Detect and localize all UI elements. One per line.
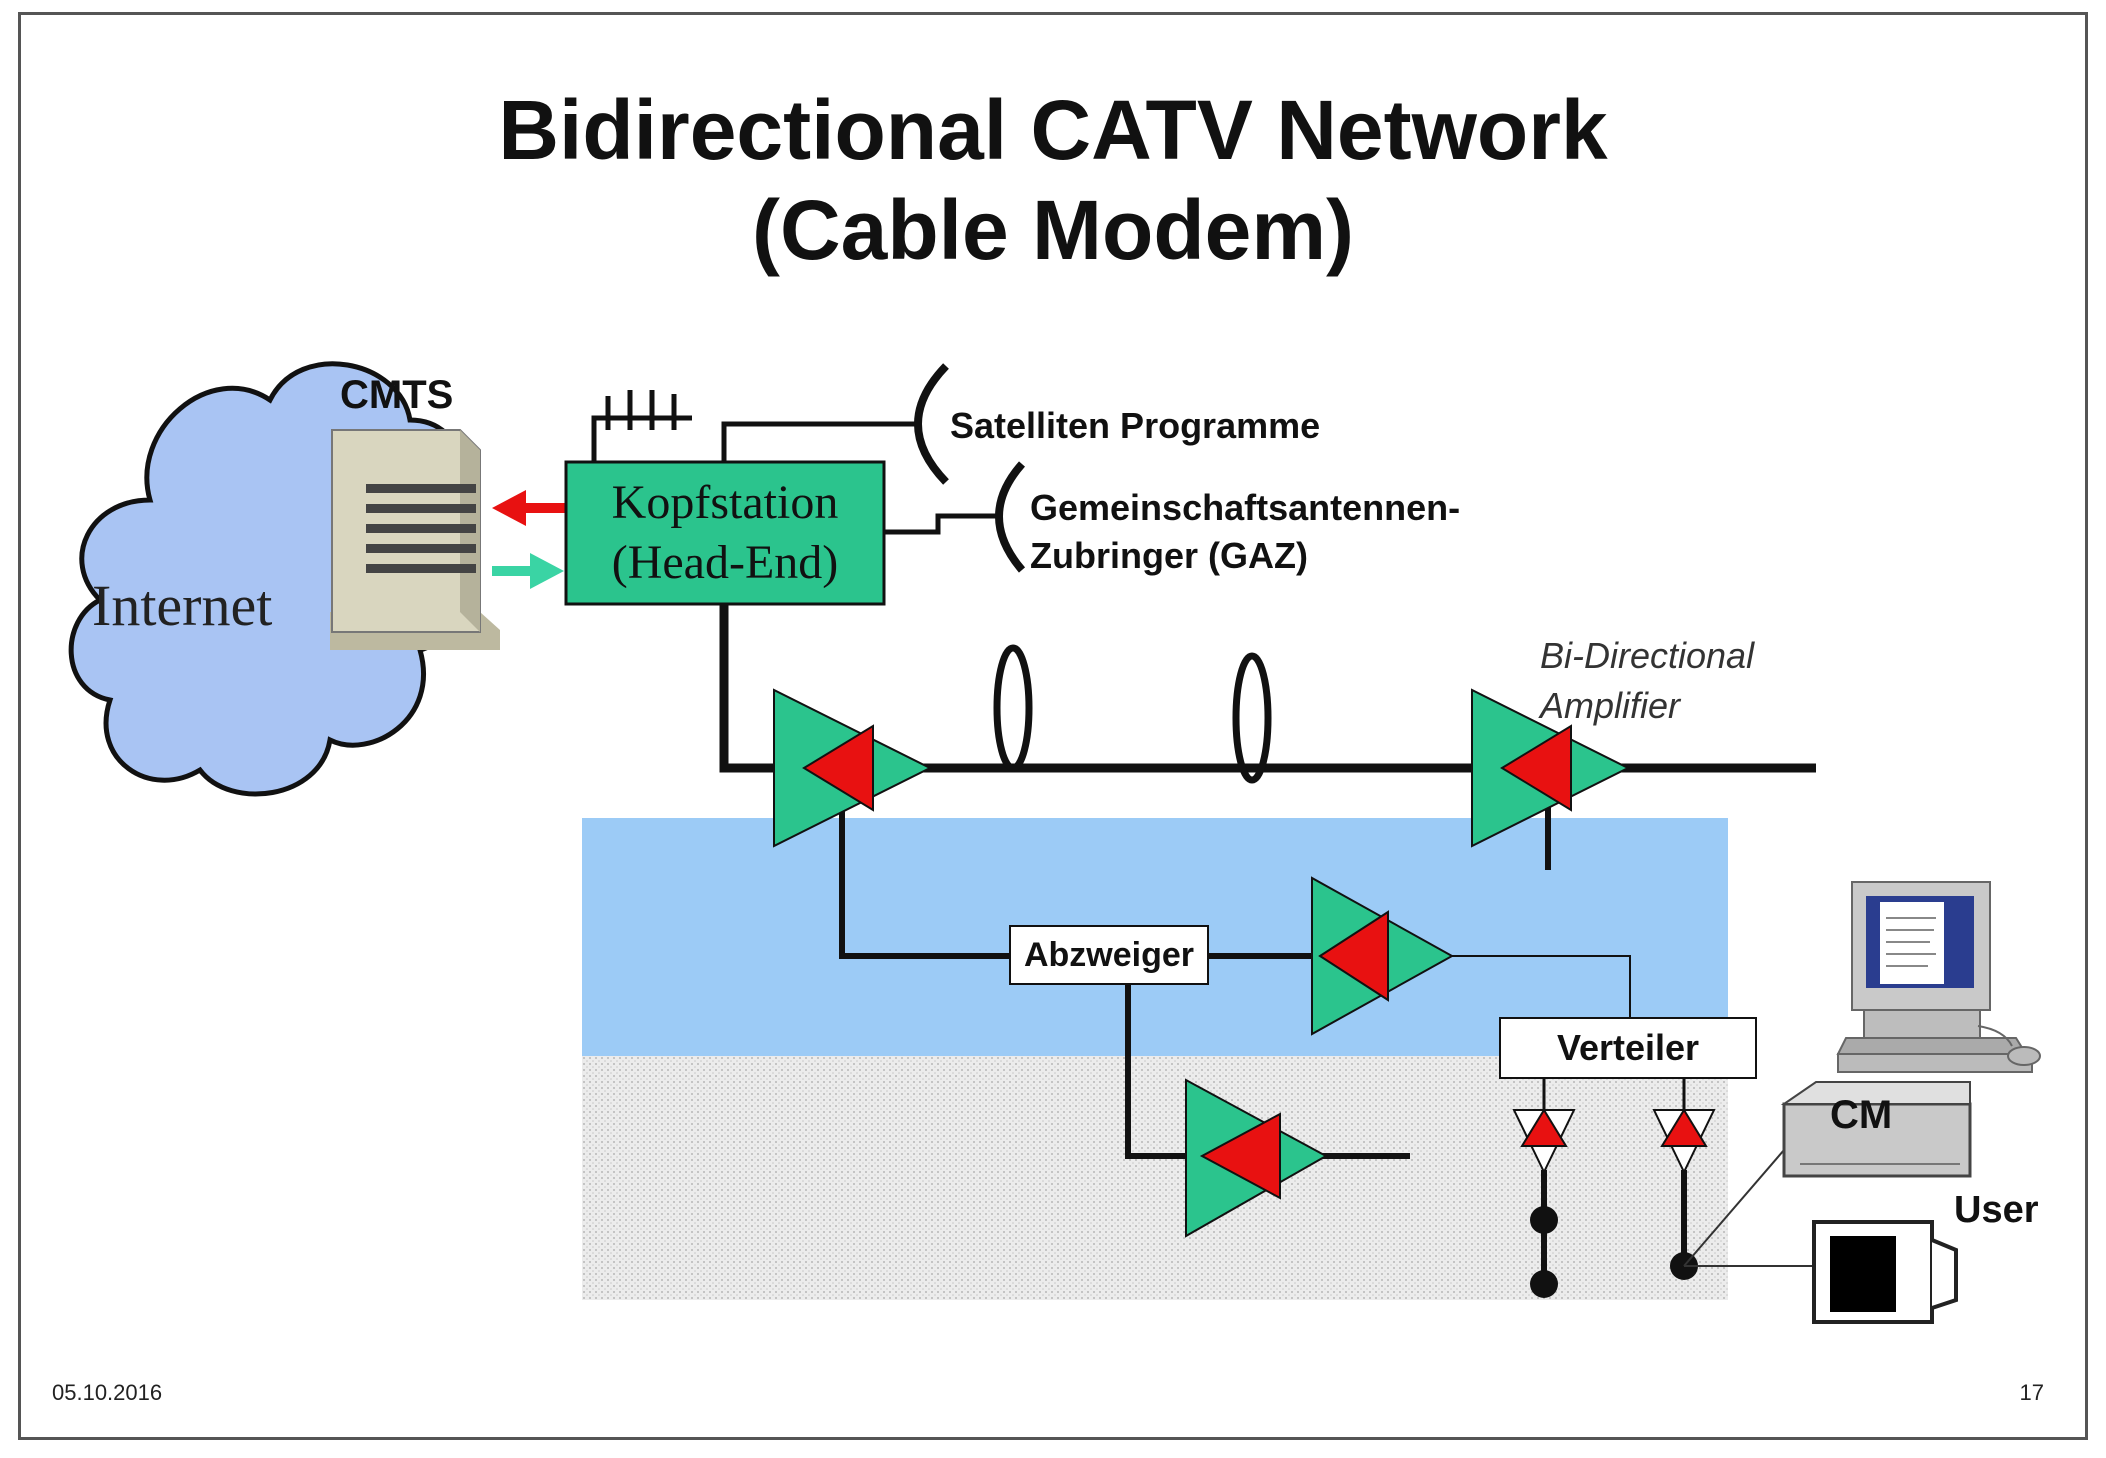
headend-label-line1: Kopfstation: [612, 476, 839, 529]
slide-date: 05.10.2016: [52, 1380, 163, 1405]
headend-label-line2: (Head-End): [612, 536, 839, 589]
cm-connection: [1683, 1149, 1785, 1267]
cmts-label: CMTS: [340, 373, 453, 417]
satellite-feed-line: [721, 421, 920, 462]
cable-modem-label: CM: [1830, 1093, 1892, 1137]
cable-loop-icon: [993, 644, 1033, 772]
amplifier-note-line1: Bi-Directional: [1540, 635, 1755, 676]
downstream-arrow: [492, 490, 568, 526]
house-zone: [582, 1056, 1728, 1300]
splitter-box: [1499, 1017, 1757, 1079]
branch-amplifier: [1311, 876, 1455, 1036]
page-number: 17: [2019, 1380, 2044, 1405]
tap-drop-cable: [1125, 976, 1196, 1159]
slide-title: Bidirectional CATV Network: [498, 83, 1608, 177]
cmts-server-icon: [330, 429, 500, 650]
amplifier-note-line2: Amplifier: [1538, 685, 1682, 726]
gaz-label-line2: Zubringer (GAZ): [1030, 535, 1308, 576]
antenna-icon: [591, 390, 692, 462]
gaz-feed-line: [884, 513, 1000, 535]
satellite-dish-icon: [914, 363, 949, 485]
wall-outlet-icon: [1530, 1206, 1558, 1234]
cable-modem-icon: [1780, 1081, 1972, 1178]
tap-box: [1009, 925, 1209, 985]
upstream-arrow: [492, 553, 564, 589]
tv-icon: [1812, 1220, 1958, 1324]
house-amplifier: [1185, 1078, 1329, 1238]
satellite-label: Satelliten Programme: [950, 405, 1320, 446]
splitter-label: Verteiler: [1557, 1027, 1699, 1068]
user-label: User: [1954, 1189, 2039, 1231]
internet-label: Internet: [92, 573, 272, 638]
computer-icon: [1836, 881, 2041, 1073]
trunk-cable: [719, 604, 1816, 773]
cable-loop-icon: [1232, 652, 1272, 784]
slide-subtitle: (Cable Modem): [751, 183, 1355, 277]
gaz-label-line1: Gemeinschaftsantennen-: [1030, 487, 1460, 528]
gaz-dish-icon: [995, 461, 1026, 573]
wall-outlet-icon: [1530, 1270, 1558, 1298]
branch-cable: [839, 780, 1010, 959]
tap-label: Abzweiger: [1024, 936, 1194, 974]
splitter-feed-cable: [1450, 955, 1631, 1018]
